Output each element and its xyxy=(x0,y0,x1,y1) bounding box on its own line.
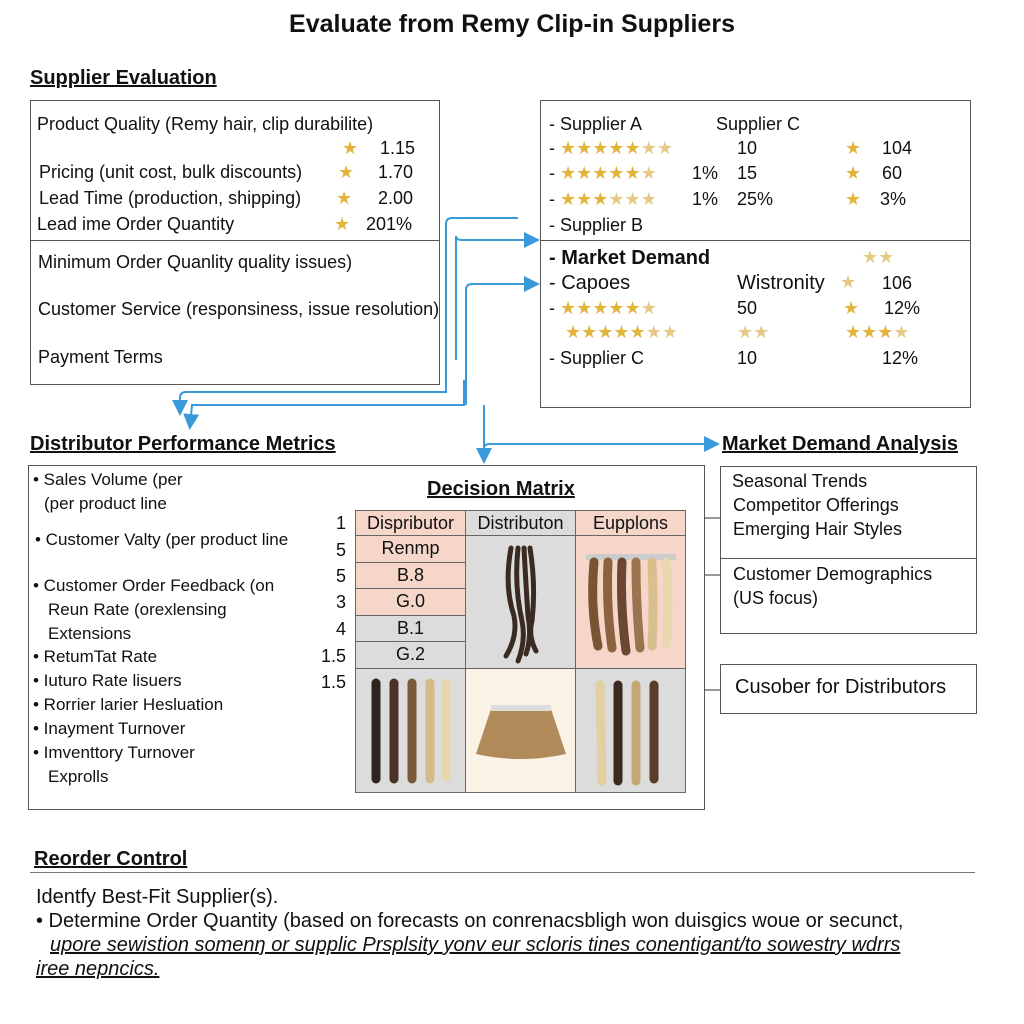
star-icon: ★ xyxy=(845,163,862,183)
value: 25% xyxy=(737,189,774,209)
hair-image-clipins xyxy=(575,535,686,669)
distributor-metric: Exprolls xyxy=(48,767,109,786)
market-item: (US focus) xyxy=(733,588,819,608)
market-item: Seasonal Trends xyxy=(732,471,868,491)
market-item: Cusober for Distributors xyxy=(735,676,947,698)
criterion-label: Payment Terms xyxy=(38,347,163,367)
distributor-metric: • RetumTat Rate xyxy=(33,647,158,666)
page-title: Evaluate from Remy Clip-in Suppliers xyxy=(289,10,735,38)
market-item: Emerging Hair Styles xyxy=(733,519,903,539)
distributor-metric: • Rorrier larier Hesluation xyxy=(33,695,224,714)
value: 12% xyxy=(882,348,919,368)
market-item: Competitor Offerings xyxy=(733,495,899,515)
criterion-label: Lead ime Order Quantity xyxy=(37,214,235,234)
distributor-metric: • Iuturo Rate lisuers xyxy=(33,671,182,690)
reorder-line: Identfy Best-Fit Supplier(s). xyxy=(36,886,279,908)
matrix-header: Dispributor xyxy=(355,510,466,536)
distributor-score: 1 xyxy=(335,513,346,533)
value: 10 xyxy=(737,348,758,368)
distributor-score: 4 xyxy=(335,619,346,639)
hair-image-blonde xyxy=(575,668,686,793)
distributor-metric: • Customer Order Feedback (on xyxy=(33,576,275,595)
criterion-value: 1.70 xyxy=(378,162,414,182)
matrix-cell: B.8 xyxy=(355,562,466,589)
supplier-comparison-box xyxy=(540,100,971,408)
matrix-cell: B.1 xyxy=(355,615,466,642)
decision-matrix-title: Decision Matrix xyxy=(427,478,575,500)
reorder-line: • Determine Order Quantity (based on for… xyxy=(36,910,904,932)
value: 1% xyxy=(692,189,719,209)
supplier-c-label: - Supplier C xyxy=(549,348,645,368)
distributor-score: 3 xyxy=(335,592,346,612)
distributor-metric: Extensions xyxy=(48,624,132,643)
market-item: Customer Demographics xyxy=(733,564,933,584)
distributor-metric: • Inayment Turnover xyxy=(33,719,186,738)
supplier-c-label: Supplier C xyxy=(716,114,801,134)
matrix-cell: Renmp xyxy=(355,535,466,563)
criterion-value: 2.00 xyxy=(378,188,414,208)
reorder-line: iree nepncics. xyxy=(36,958,160,980)
matrix-cell: G.0 xyxy=(355,588,466,616)
market-demand-heading: Market Demand Analysis xyxy=(722,433,959,455)
matrix-cell: G.2 xyxy=(355,641,466,669)
star-icon: ★ xyxy=(336,188,353,208)
capoes-label: - Capoes xyxy=(549,272,631,294)
star-icon: ★ xyxy=(845,189,862,209)
reorder-line: upore sewistion somenŋ or supplic Prspls… xyxy=(50,934,901,956)
distributors-box xyxy=(720,664,977,714)
value: 3% xyxy=(880,189,907,209)
distributor-score: 5 xyxy=(335,540,346,560)
star-icon: ★ xyxy=(338,162,355,182)
criterion-value: 201% xyxy=(366,214,413,234)
distributor-heading: Distributor Performance Metrics xyxy=(30,433,336,455)
criterion-value: 1.15 xyxy=(380,138,416,158)
distributor-score: 1.5 xyxy=(320,672,346,692)
supplier-evaluation-heading: Supplier Evaluation xyxy=(30,67,217,89)
criterion-label: Product Quality (Remy hair, clip durabil… xyxy=(37,114,374,134)
supplier-b-label: - Supplier B xyxy=(549,215,644,235)
value: 50 xyxy=(737,298,758,318)
distributor-score: 5 xyxy=(335,566,346,586)
value: 10 xyxy=(737,138,758,158)
hair-image-straight xyxy=(355,668,466,793)
wistronity-label: Wistronity xyxy=(737,272,825,294)
criterion-label: Minimum Order Quanlity quality issues) xyxy=(38,252,353,272)
star-icon: ★ xyxy=(845,138,862,158)
distributor-metric: Reun Rate (orexlensing xyxy=(48,600,227,619)
star-icon: ★ xyxy=(342,138,359,158)
hair-image-dark-wavy xyxy=(465,535,576,669)
distributor-metric: • Imventtory Turnover xyxy=(33,743,195,762)
supplier-evaluation-box xyxy=(30,100,440,385)
hair-image-weft xyxy=(465,668,576,793)
star-icon: ★ xyxy=(334,214,351,234)
matrix-header: Distributon xyxy=(465,510,576,536)
market-demand-label: - Market Demand xyxy=(549,247,711,269)
value: 12% xyxy=(884,298,921,318)
distributor-metric: • Sales Volume (per xyxy=(33,470,183,489)
distributor-metric: (per product line xyxy=(44,494,167,513)
distributor-score: 1.5 xyxy=(320,646,346,666)
value: 60 xyxy=(882,163,903,183)
criterion-label: Lead Time (production, shipping) xyxy=(39,188,302,208)
reorder-heading: Reorder Control xyxy=(34,848,188,870)
distributor-metric: • Customer Valty (per product line xyxy=(35,530,289,549)
supplier-a-label: - Supplier A xyxy=(549,114,643,134)
value: 15 xyxy=(737,163,758,183)
value: 104 xyxy=(882,138,913,158)
value: 106 xyxy=(882,273,913,293)
market-box xyxy=(720,466,977,634)
value: 1% xyxy=(692,163,719,183)
criterion-label: Customer Service (responsiness, issue re… xyxy=(38,299,440,319)
matrix-header: Eupplons xyxy=(575,510,686,536)
criterion-label: Pricing (unit cost, bulk discounts) xyxy=(39,162,303,182)
